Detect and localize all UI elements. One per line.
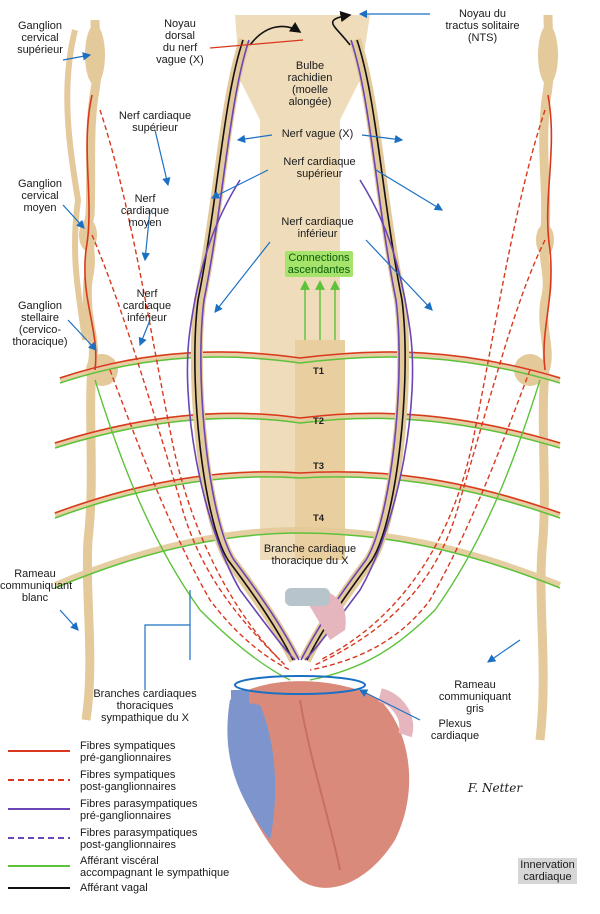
label-nerf-cardiaque-superieur-left: Nerf cardiaque supérieur xyxy=(118,110,192,134)
label-ganglion-superieur: Ganglion cervical supérieur xyxy=(17,20,63,56)
label-noyau-dorsal: Noyau dorsal du nerf vague (X) xyxy=(156,18,204,66)
label-branches-sympathique: Branches cardiaques thoraciques sympathi… xyxy=(93,688,197,724)
label-nerf-vague: Nerf vague (X) xyxy=(281,128,354,140)
heart xyxy=(227,588,414,888)
label-rameau-gris: Rameau communiquant gris xyxy=(438,679,512,715)
label-nerf-cardiaque-moyen: Nerf cardiaque moyen xyxy=(120,193,170,229)
segment-t2: T2 xyxy=(313,416,325,427)
ascending-connections xyxy=(300,280,340,340)
superior-cervical-ganglion xyxy=(85,25,105,85)
artist-signature: F. Netter xyxy=(467,781,523,795)
label-bulbe: Bulbe rachidien (moelle alongée) xyxy=(287,60,333,108)
label-pointers xyxy=(59,9,521,721)
cardiac-plexus xyxy=(234,675,366,695)
segment-t4: T4 xyxy=(313,513,325,524)
legend-item: Afférant vagal xyxy=(80,882,148,894)
label-nerf-cardiaque-inferieur-center: Nerf cardiaque inférieur xyxy=(281,216,354,240)
label-connections-ascendantes: Connections ascendantes xyxy=(274,251,364,277)
label-nerf-cardiaque-superieur-center: Nerf cardiaque supérieur xyxy=(283,156,356,180)
label-nerf-cardiaque-inferieur-left: Nerf cardiaque inférieur xyxy=(122,288,172,324)
legend-item: Fibres sympatiques pré-ganglionnaires xyxy=(80,740,176,764)
segment-t1: T1 xyxy=(313,366,325,377)
label-ganglion-moyen: Ganglion cervical moyen xyxy=(17,178,63,214)
legend-item: Fibres sympatiques post-ganglionnaires xyxy=(80,769,177,793)
title-innervation-cardiaque: Innervation cardiaque xyxy=(518,858,577,884)
label-plexus-cardiaque: Plexus cardiaque xyxy=(430,718,480,742)
legend-item: Afférant viscéral accompagnant le sympat… xyxy=(80,855,230,879)
legend-item: Fibres parasympatiques post-ganglionnair… xyxy=(80,827,198,851)
legend-samples xyxy=(8,750,70,889)
label-rameau-blanc: Rameau communiquant blanc xyxy=(0,568,73,604)
legend-item: Fibres parasympatiques pré-ganglionnaire… xyxy=(80,798,198,822)
label-branche-thoracique: Branche cardiaque thoracique du X xyxy=(263,543,357,567)
label-ganglion-stellaire: Ganglion stellaire (cervico- thoracique) xyxy=(12,300,68,348)
segment-t3: T3 xyxy=(313,461,325,472)
label-noyau-nts: Noyau du tractus solitaire (NTS) xyxy=(445,8,520,44)
